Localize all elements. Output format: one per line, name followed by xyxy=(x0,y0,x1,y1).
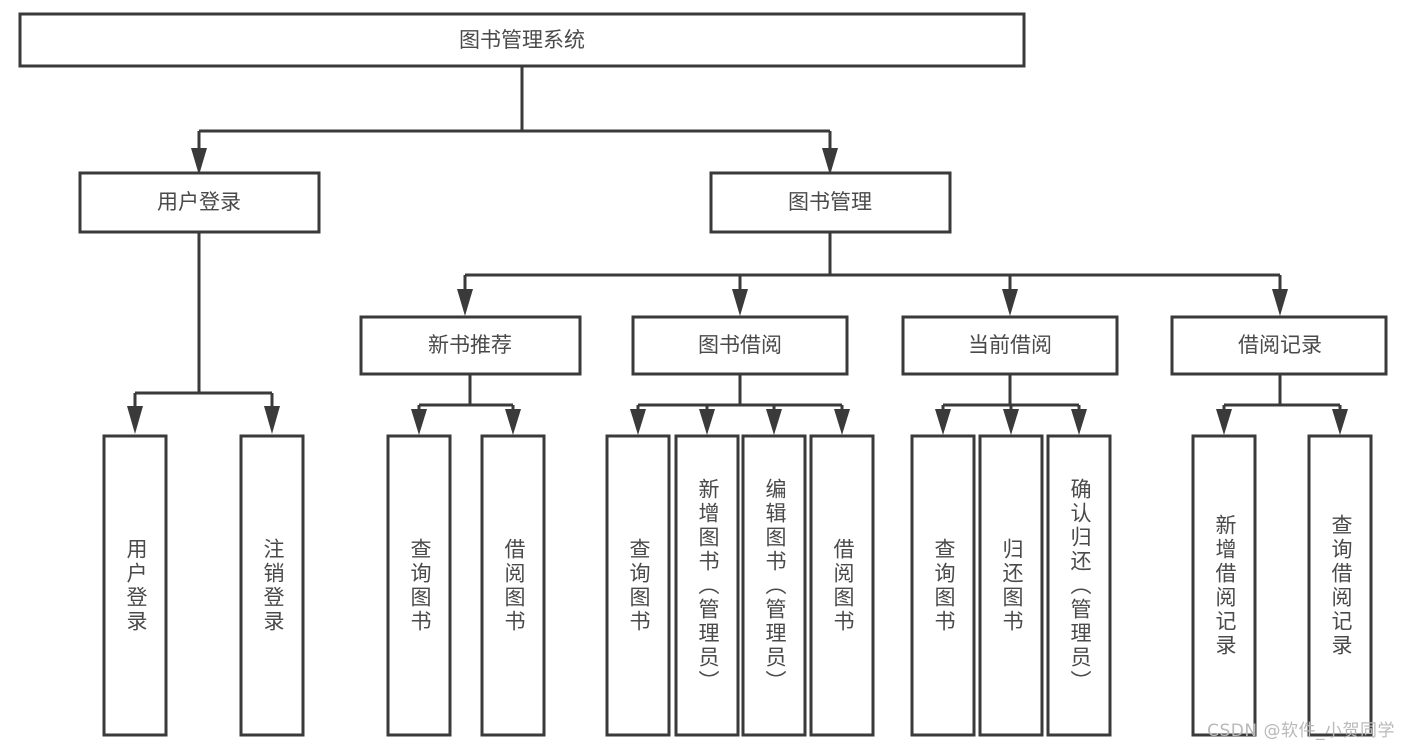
arrow-head-leaf-borrow-book-2 xyxy=(834,409,850,435)
arrow-head-user-login xyxy=(191,148,207,175)
connector-group-new-book-recommend xyxy=(411,374,521,435)
node-leaf-borrow-book-2-label: 借阅图书 xyxy=(831,538,855,634)
arrow-head-borrow-record xyxy=(1272,289,1288,316)
connector-group-book-manage xyxy=(457,232,1288,316)
node-leaf-query-record[interactable]: 查询借阅记录 xyxy=(1307,434,1373,737)
node-leaf-borrow-book-1[interactable]: 借阅图书 xyxy=(480,434,546,737)
node-leaf-query-book-3-box[interactable] xyxy=(910,434,976,737)
arrow-head-leaf-query-record xyxy=(1332,409,1348,435)
arrow-head-leaf-add-book xyxy=(699,409,715,435)
node-leaf-add-book-box[interactable] xyxy=(674,434,740,737)
node-leaf-return-book-box[interactable] xyxy=(978,434,1044,737)
arrow-head-leaf-borrow-book-1 xyxy=(505,409,521,435)
node-leaf-query-book-1[interactable]: 查询图书 xyxy=(386,434,452,737)
node-leaf-confirm-return-label: 确认归还（管理员） xyxy=(1068,478,1092,694)
node-leaf-borrow-book-1-label: 借阅图书 xyxy=(502,538,526,634)
node-leaf-user-login-label: 用户登录 xyxy=(124,538,148,634)
node-book-manage[interactable]: 图书管理 xyxy=(709,171,952,234)
node-leaf-logout[interactable]: 注销登录 xyxy=(239,434,305,737)
node-leaf-confirm-return-box[interactable] xyxy=(1046,434,1112,737)
arrow-head-book-borrow xyxy=(732,289,748,316)
node-new-book-recommend[interactable]: 新书推荐 xyxy=(359,315,582,376)
node-new-book-recommend-box[interactable] xyxy=(359,315,582,376)
arrow-head-leaf-logout xyxy=(264,406,280,434)
node-leaf-logout-label: 注销登录 xyxy=(261,538,285,634)
arrow-head-current-borrow xyxy=(1002,289,1018,316)
connector-group-borrow-record xyxy=(1216,374,1348,435)
arrow-head-leaf-query-book-2 xyxy=(630,409,646,435)
node-leaf-borrow-book-2[interactable]: 借阅图书 xyxy=(809,434,875,737)
node-leaf-query-book-2-box[interactable] xyxy=(605,434,671,737)
node-new-book-recommend-label: 新书推荐 xyxy=(428,333,512,357)
arrow-head-leaf-query-book-1 xyxy=(411,409,427,435)
arrow-head-new-book-recommend xyxy=(457,289,473,316)
node-leaf-borrow-book-1-box[interactable] xyxy=(480,434,546,737)
node-leaf-logout-box[interactable] xyxy=(239,434,305,737)
node-leaf-query-record-label: 查询借阅记录 xyxy=(1329,514,1353,658)
node-leaf-add-record-label: 新增借阅记录 xyxy=(1213,514,1237,658)
node-leaf-edit-book-box[interactable] xyxy=(741,434,807,737)
node-leaf-confirm-return[interactable]: 确认归还（管理员） xyxy=(1046,434,1112,737)
node-book-borrow-box[interactable] xyxy=(631,315,849,376)
arrow-head-leaf-user-login xyxy=(127,406,143,434)
node-leaf-return-book[interactable]: 归还图书 xyxy=(978,434,1044,737)
connector-group-root xyxy=(191,66,838,175)
node-user-login-box[interactable] xyxy=(78,171,321,234)
arrow-head-leaf-return-book xyxy=(1003,409,1019,435)
node-current-borrow[interactable]: 当前借阅 xyxy=(901,315,1119,376)
node-borrow-record-box[interactable] xyxy=(1170,315,1388,376)
node-leaf-return-book-label: 归还图书 xyxy=(1000,538,1024,634)
node-book-borrow[interactable]: 图书借阅 xyxy=(631,315,849,376)
node-leaf-query-record-box[interactable] xyxy=(1307,434,1373,737)
csdn-watermark: CSDN @软件_小贺同学 xyxy=(1207,721,1395,741)
arrow-head-leaf-confirm-return xyxy=(1071,409,1087,435)
node-leaf-query-book-2-label: 查询图书 xyxy=(627,538,651,634)
node-current-borrow-label: 当前借阅 xyxy=(968,333,1052,357)
arrow-head-leaf-query-book-3 xyxy=(935,409,951,435)
node-leaf-add-book-label: 新增图书（管理员） xyxy=(696,478,720,694)
node-leaf-query-book-2[interactable]: 查询图书 xyxy=(605,434,671,737)
connector-group-current-borrow xyxy=(935,374,1087,435)
node-user-login-label: 用户登录 xyxy=(157,190,241,214)
arrow-head-book-manage xyxy=(822,148,838,175)
node-book-manage-box[interactable] xyxy=(709,171,952,234)
node-leaf-query-book-1-box[interactable] xyxy=(386,434,452,737)
node-leaf-add-record[interactable]: 新增借阅记录 xyxy=(1191,434,1257,737)
node-leaf-query-book-3-label: 查询图书 xyxy=(932,538,956,634)
node-user-login[interactable]: 用户登录 xyxy=(78,171,321,234)
connector-group-book-borrow xyxy=(630,374,850,435)
node-leaf-borrow-book-2-box[interactable] xyxy=(809,434,875,737)
node-leaf-query-book-1-label: 查询图书 xyxy=(408,538,432,634)
node-root[interactable]: 图书管理系统 xyxy=(18,12,1026,68)
node-leaf-add-record-box[interactable] xyxy=(1191,434,1257,737)
connector-group-user-login xyxy=(127,232,280,434)
node-borrow-record-label: 借阅记录 xyxy=(1238,333,1322,357)
node-borrow-record[interactable]: 借阅记录 xyxy=(1170,315,1388,376)
node-leaf-add-book[interactable]: 新增图书（管理员） xyxy=(674,434,740,737)
node-book-manage-label: 图书管理 xyxy=(788,190,872,214)
node-root-label: 图书管理系统 xyxy=(459,28,585,52)
node-leaf-query-book-3[interactable]: 查询图书 xyxy=(910,434,976,737)
node-leaf-user-login-box[interactable] xyxy=(102,434,168,737)
node-book-borrow-label: 图书借阅 xyxy=(698,333,782,357)
node-current-borrow-box[interactable] xyxy=(901,315,1119,376)
node-leaf-user-login[interactable]: 用户登录 xyxy=(102,434,168,737)
node-leaf-edit-book[interactable]: 编辑图书（管理员） xyxy=(741,434,807,737)
arrow-head-leaf-add-record xyxy=(1216,409,1232,435)
arrow-head-leaf-edit-book xyxy=(766,409,782,435)
node-leaf-edit-book-label: 编辑图书（管理员） xyxy=(763,478,787,694)
node-root-box[interactable] xyxy=(18,12,1026,68)
